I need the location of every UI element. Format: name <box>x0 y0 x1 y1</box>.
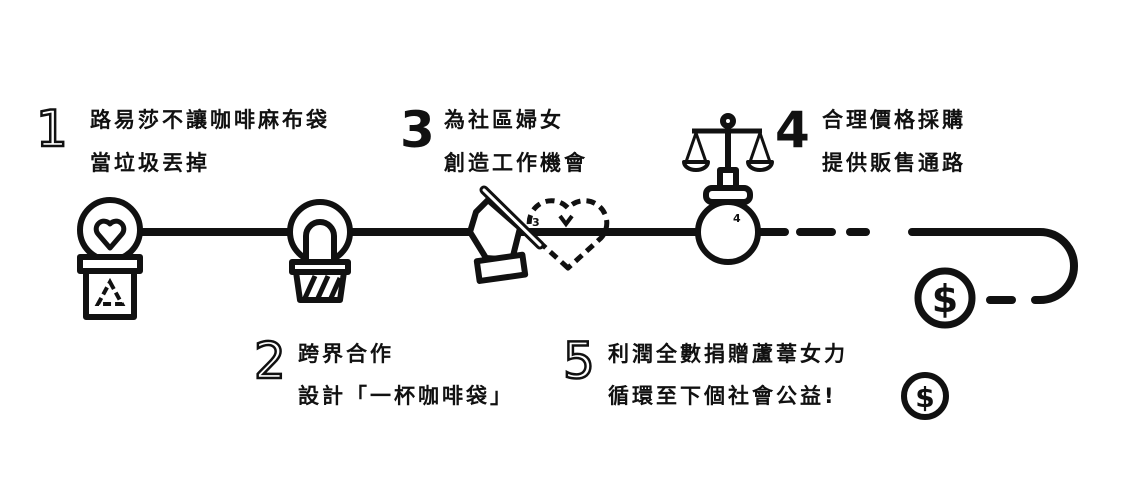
dollar-coin-icon-small: $ <box>901 372 949 420</box>
step-2-line-1: 跨界合作 <box>298 342 394 366</box>
scales-icon: 4 <box>682 113 774 265</box>
step-3-number: 3 <box>400 101 435 159</box>
step-4-icon-label: 4 <box>733 212 741 225</box>
step-4-number: 4 <box>775 101 810 159</box>
step-1-line-2: 當垃圾丟掉 <box>90 151 210 175</box>
svg-text:$: $ <box>932 277 958 321</box>
step-5-number: 5 <box>563 332 595 390</box>
step-1-number: 1 <box>36 100 68 158</box>
step-4-line-2: 提供販售通路 <box>822 151 966 175</box>
step-2-number: 2 <box>254 332 286 390</box>
coffee-cup-icon <box>287 199 353 303</box>
timeline-path <box>136 228 1078 304</box>
hand-writing-heart-icon: 3 <box>467 185 610 284</box>
dollar-coin-icon: $ <box>914 267 976 329</box>
step-2-line-2: 設計「一杯咖啡袋」 <box>298 384 514 408</box>
step-4-line-1: 合理價格採購 <box>822 108 966 132</box>
step-1-line-1: 路易莎不讓咖啡麻布袋 <box>90 108 330 132</box>
step-3-line-2: 創造工作機會 <box>444 151 588 175</box>
recycle-heart-icon <box>77 197 143 320</box>
step-3-icon-label: 3 <box>532 216 540 229</box>
svg-text:$: $ <box>915 381 934 414</box>
step-5-line-2: 循環至下個社會公益! <box>608 384 837 408</box>
step-3-line-1: 為社區婦女 <box>444 108 564 132</box>
step-5-line-1: 利潤全數捐贈蘆葦女力 <box>608 342 848 366</box>
